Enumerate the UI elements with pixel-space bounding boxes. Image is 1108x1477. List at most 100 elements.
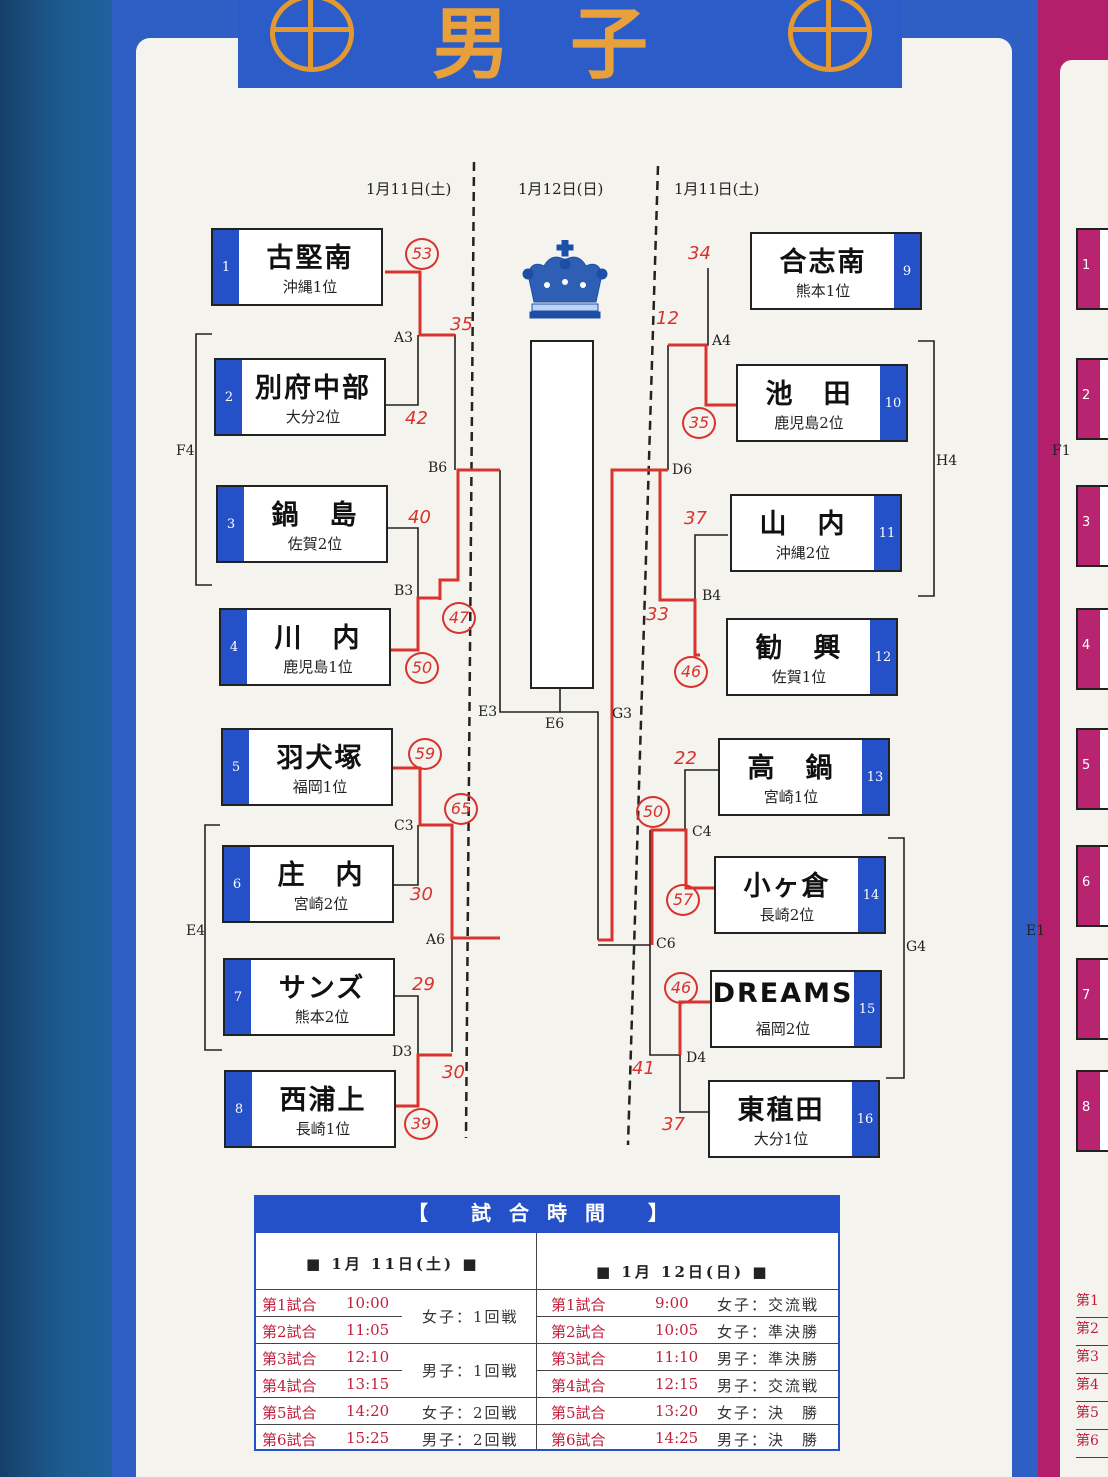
game-time: 9:00: [655, 1294, 689, 1312]
team-name: 鍋 島: [271, 500, 359, 531]
seed-number: 6: [1082, 875, 1091, 890]
game-number: 第1試合: [551, 1296, 606, 1314]
match-label: B3: [394, 583, 414, 599]
team-qualifier: 鹿児島1位: [283, 658, 353, 676]
team-name: 庄 内: [277, 860, 365, 891]
schedule-event: 女子：1回戦: [402, 1289, 536, 1344]
team-qualifier: 佐賀1位: [771, 668, 827, 686]
neighbor-team-card: 5: [1076, 728, 1108, 810]
team-qualifier: 熊本1位: [795, 282, 851, 300]
match-label: D3: [392, 1044, 413, 1060]
neighbor-team-card: 8: [1076, 1070, 1108, 1152]
score: 50: [405, 652, 439, 684]
seed-number: 14: [858, 858, 884, 932]
game-number: 第5試合: [551, 1404, 606, 1422]
seed-number: 12: [870, 620, 896, 694]
seed-number: 3: [1082, 515, 1091, 530]
game-time: 12:10: [346, 1348, 390, 1366]
seed-number: 1: [213, 230, 239, 304]
seed-number: 8: [226, 1072, 252, 1146]
neighbor-team-card: 7: [1076, 958, 1108, 1040]
score: 37: [662, 1114, 685, 1135]
score: 53: [405, 238, 439, 270]
seed-number: 11: [874, 496, 900, 570]
seed-number: 10: [880, 366, 906, 440]
team-name: 小ヶ倉: [743, 871, 831, 902]
game-number: 第4試合: [551, 1377, 606, 1395]
group-label: G4: [906, 939, 927, 955]
score: 34: [688, 243, 711, 264]
game-number: 第6: [1076, 1430, 1108, 1458]
event-label: 女子：準決勝: [717, 1323, 820, 1341]
seed-number: 1: [1082, 258, 1091, 273]
date-left: 1月11日(土): [366, 180, 452, 198]
team-name: 東稙田: [737, 1095, 825, 1126]
seed-number: 13: [862, 740, 888, 814]
event-label: 女子：1回戦: [422, 1308, 519, 1326]
match-label: B4: [702, 588, 722, 604]
date-right: 1月11日(土): [674, 180, 760, 198]
score: 35: [682, 407, 716, 439]
match-label: C6: [656, 936, 676, 952]
game-number: 第5: [1076, 1402, 1108, 1430]
match-label: G3: [612, 706, 633, 722]
team-qualifier: 長崎2位: [759, 906, 815, 924]
match-label: A4: [712, 333, 732, 349]
match-label: E6: [545, 716, 565, 732]
match-label: A6: [426, 932, 446, 948]
score: 37: [684, 508, 707, 529]
schedule-event: 男子：1回戦: [402, 1343, 536, 1398]
team-qualifier: 長崎1位: [295, 1120, 351, 1138]
score: 46: [674, 656, 708, 688]
match-label: C3: [394, 818, 414, 834]
match-label: D4: [686, 1050, 707, 1066]
neighbor-team-card: 4: [1076, 608, 1108, 690]
team-name: 別府中部: [255, 373, 371, 404]
team-qualifier: 大分1位: [753, 1130, 809, 1148]
team-name: 山 内: [759, 509, 847, 540]
neighbor-team-card: 1: [1076, 228, 1108, 310]
game-number: 第2試合: [262, 1323, 317, 1341]
date-center: 1月12日(日): [518, 180, 604, 198]
team-qualifier: 福岡1位: [292, 778, 348, 796]
match-label: C4: [692, 824, 712, 840]
team-qualifier: 佐賀2位: [287, 535, 343, 553]
score: 65: [444, 793, 478, 825]
group-label: E4: [186, 923, 206, 939]
seed-number: 15: [854, 972, 880, 1046]
score: 47: [442, 602, 476, 634]
game-number: 第3試合: [262, 1350, 317, 1368]
event-label: 男子：決 勝: [717, 1431, 820, 1449]
team-name: 勧 興: [755, 633, 843, 664]
score: 12: [656, 308, 679, 329]
neighbor-team-card: 3: [1076, 485, 1108, 567]
event-label: 男子：準決勝: [717, 1350, 820, 1368]
team-qualifier: 福岡2位: [755, 1020, 811, 1038]
match-label: E3: [478, 704, 498, 720]
score: 40: [408, 507, 431, 528]
seed-number: 9: [894, 234, 920, 308]
match-label: A3: [394, 330, 414, 346]
game-time: 13:15: [346, 1375, 390, 1393]
score: 35: [450, 314, 473, 335]
schedule-event: 男子：2回戦: [402, 1424, 536, 1452]
game-number: 第6試合: [551, 1431, 606, 1449]
group-label: F4: [176, 443, 195, 459]
game-time: 15:25: [346, 1429, 390, 1447]
crown-icon: [522, 240, 608, 319]
team-name: 高 鍋: [747, 753, 835, 784]
